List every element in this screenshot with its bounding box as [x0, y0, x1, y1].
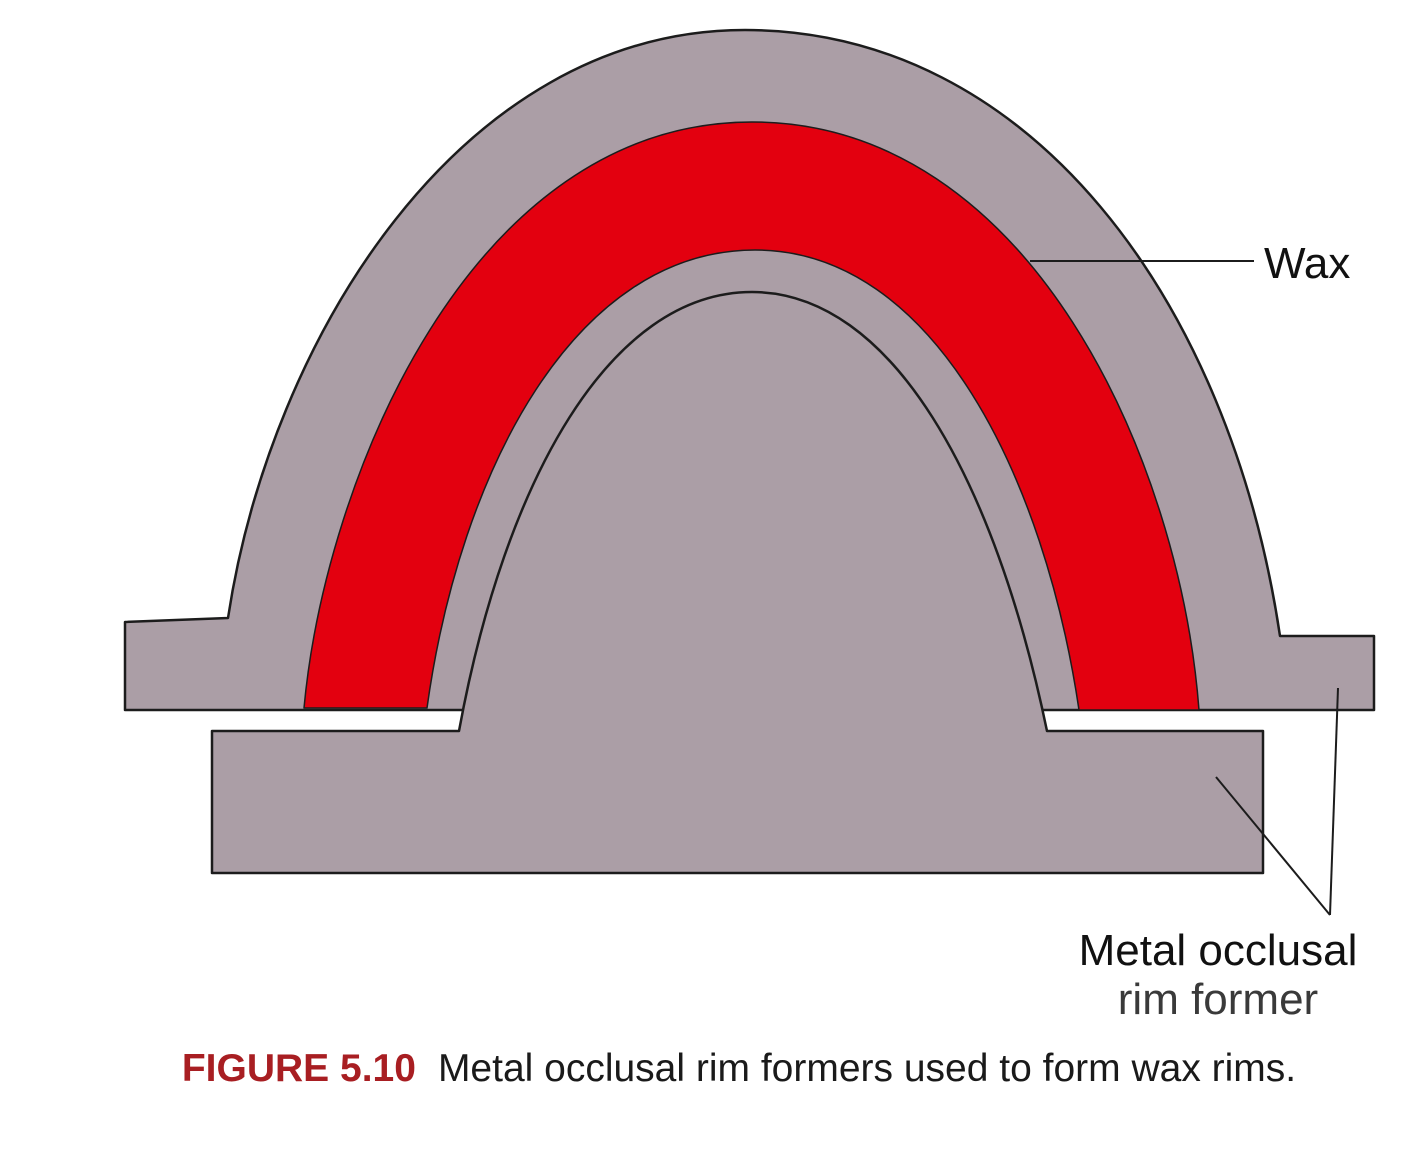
wax-rim	[303, 121, 1200, 711]
figure-number: FIGURE 5.10	[181, 1047, 416, 1090]
former-label-line2: rim former	[1118, 975, 1318, 1024]
caption-text: Metal occlusal rim formers used to form …	[437, 1047, 1297, 1090]
lower-metal-base	[210, 290, 1265, 875]
former-label-line1: Metal occlusal	[1079, 926, 1358, 975]
figure-caption: FIGURE 5.10 Metal occlusal rim formers us…	[0, 1044, 1428, 1094]
former-leader-line-base	[1215, 776, 1331, 916]
wax-label: Wax	[1264, 239, 1350, 288]
former-leader-line-upper	[1329, 687, 1339, 916]
